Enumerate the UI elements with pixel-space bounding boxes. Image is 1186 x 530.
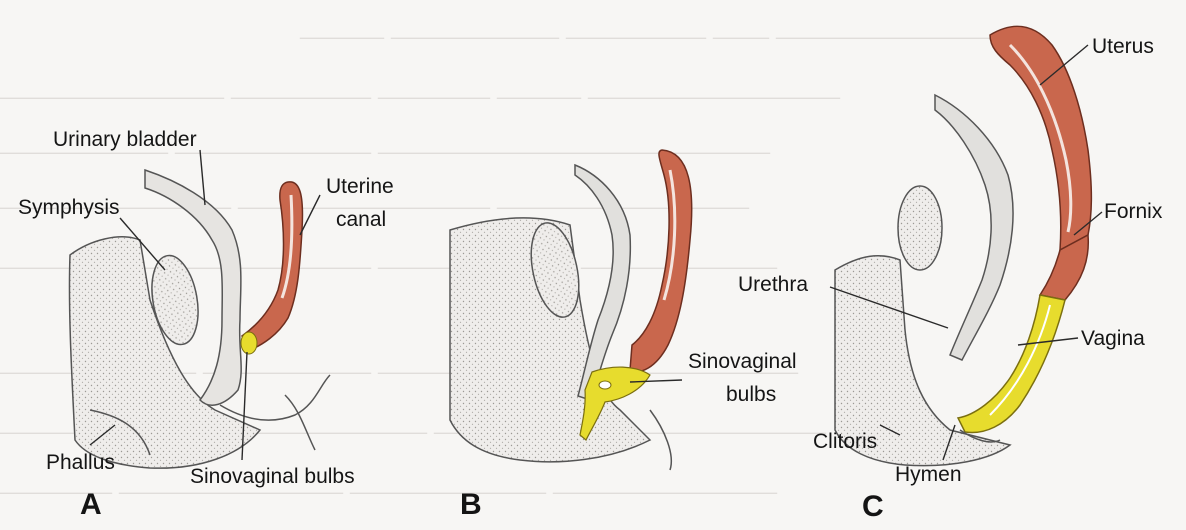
label-uterus: Uterus [1092,35,1154,59]
panel-letter-c: C [862,490,884,524]
label-uterine: Uterine [326,175,394,199]
label-phallus: Phallus [46,451,115,475]
label-urethra: Urethra [738,273,808,297]
svg-text:――― ―――――― ――――― ―― ――――――: ――― ―――――― ――――― ―― ―――――――― [299,21,1001,52]
label-symphysis: Symphysis [18,196,120,220]
svg-text:―――― ―――――――― ――――――― ―――――: ―――― ―――――――― ――――――― ―――――――― [0,476,778,507]
svg-text:―――――――― ――――― ―――― ――― ――: ―――――――― ――――― ―――― ――― ――――――――― [0,81,841,112]
panel-letter-b: B [460,488,482,522]
label-canal: canal [336,208,386,232]
panel-c-symphysis [898,186,942,270]
label-bulbs-b: bulbs [726,383,776,407]
label-fornix: Fornix [1104,200,1162,224]
panel-c-illustration [835,26,1091,465]
label-clitoris: Clitoris [813,430,877,454]
label-sinovaginal-b: Sinovaginal [688,350,797,374]
label-vagina: Vagina [1081,327,1145,351]
label-hymen: Hymen [895,463,962,487]
panel-c-urinary-bladder [935,95,1013,360]
panel-letter-a: A [80,488,102,522]
panel-a-sinovaginal-bulbs [241,332,257,354]
label-sinovaginal-bulbs-a: Sinovaginal bulbs [190,465,355,489]
label-urinary-bladder: Urinary bladder [53,128,197,152]
